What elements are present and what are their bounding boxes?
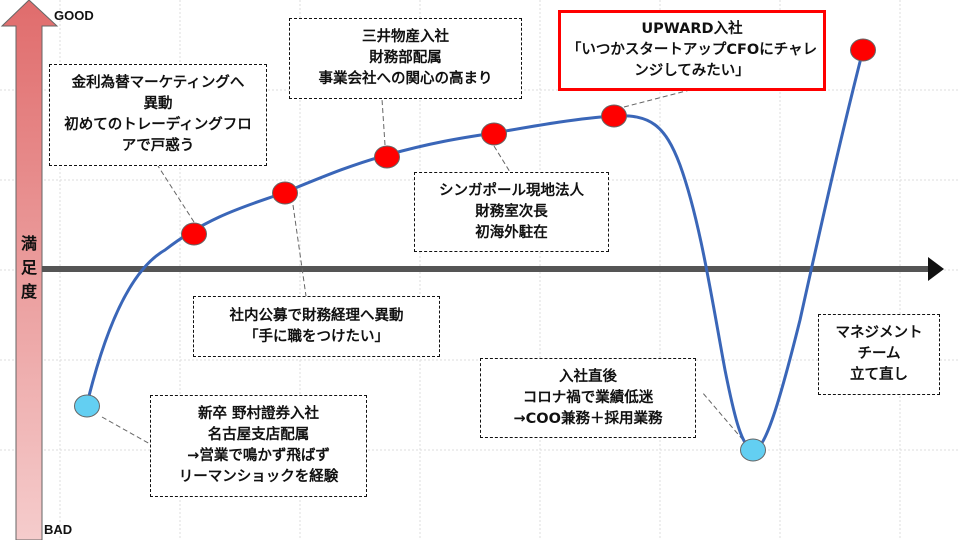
event-text-line: リーマンショックを経験 (178, 469, 339, 485)
event-text-line: マネジメント (835, 325, 923, 341)
event-box-finance-accounting: 社内公募で財務経理へ異動 「手に職をつけたい」 (193, 296, 440, 357)
event-text-line: コロナ禍で業績低迷 (522, 389, 654, 406)
event-text-line: ンジしてみたい」 (634, 63, 750, 79)
event-text-line: →COO兼務＋採用業務 (513, 410, 663, 427)
satisfaction-curve (85, 49, 865, 452)
leader-line (157, 165, 195, 223)
event-text-line: 財務部配属 (369, 50, 442, 66)
event-text-line: 新卒 野村證券入社 (197, 406, 320, 422)
event-text-line: 名古屋支店配属 (207, 427, 310, 443)
satisfaction-axis-arrow (0, 0, 59, 540)
marker-singapore (481, 122, 507, 146)
marker-fx-marketing (181, 222, 207, 246)
leader-line (701, 391, 744, 441)
event-text-line: 異動 (143, 96, 173, 112)
satisfaction-label: 満 足 度 (16, 232, 42, 304)
leader-line (493, 145, 511, 173)
event-text-line: 社内公募で財務経理へ異動 (229, 307, 404, 324)
event-text-line: 事業会社への関心の高まり (318, 71, 493, 87)
leader-line (292, 204, 307, 297)
event-text-line: 立て直し (850, 367, 908, 383)
event-box-mitsui: 三井物産入社 財務部配属 事業会社への関心の高まり (289, 18, 522, 99)
event-text-line: →営業で鳴かず飛ばず (187, 448, 330, 464)
event-text-line: 入社直後 (559, 368, 617, 385)
event-box-new-grad: 新卒 野村證券入社 名古屋支店配属 →営業で鳴かず飛ばず リーマンショックを経験 (150, 395, 367, 497)
marker-new-grad (74, 394, 100, 418)
event-box-post-join: 入社直後 コロナ禍で業績低迷 →COO兼務＋採用業務 (480, 358, 696, 438)
time-axis-arrowhead (928, 257, 944, 281)
event-text-line: 金利為替マーケティングへ (71, 75, 245, 91)
satisfaction-label-char: 満 (20, 234, 37, 253)
leader-line (381, 98, 386, 146)
satisfaction-label-char: 足 (20, 258, 37, 277)
event-text-line: 初めてのトレーディングフロ (64, 117, 252, 133)
leader-line (623, 89, 691, 108)
marker-upward (601, 104, 627, 128)
event-text-line: 「いつかスタートアップCFOにチャレ (566, 42, 818, 58)
event-text-line: 初海外駐在 (475, 224, 548, 241)
marker-mitsui (374, 145, 400, 169)
event-text-line: アで戸惑う (121, 138, 195, 154)
event-text-line: 三井物産入社 (362, 29, 449, 45)
event-box-upward: UPWARD入社 「いつかスタートアップCFOにチャレ ンジしてみたい」 (558, 10, 826, 91)
satisfaction-label-char: 度 (20, 282, 37, 301)
event-text-line: UPWARD入社 (641, 21, 743, 37)
event-text-line: シンガポール現地法人 (439, 182, 584, 199)
time-axis-line (42, 266, 928, 272)
event-text-line: 財務室次長 (475, 203, 548, 220)
marker-management (850, 38, 876, 62)
marker-finance-accounting (272, 181, 298, 205)
bad-label: BAD (44, 522, 73, 537)
event-box-management: マネジメント チーム 立て直し (818, 314, 940, 395)
event-text-line: 「手に職をつけたい」 (244, 328, 389, 345)
event-text-line: チーム (857, 346, 901, 362)
marker-post-join (740, 438, 766, 462)
event-markers (74, 38, 876, 462)
leader-line (101, 416, 151, 445)
good-label: GOOD (54, 8, 94, 23)
event-box-singapore: シンガポール現地法人 財務室次長 初海外駐在 (414, 172, 609, 252)
leader-lines (101, 89, 744, 445)
event-box-fx-marketing: 金利為替マーケティングへ 異動 初めてのトレーディングフロ アで戸惑う (49, 64, 267, 166)
